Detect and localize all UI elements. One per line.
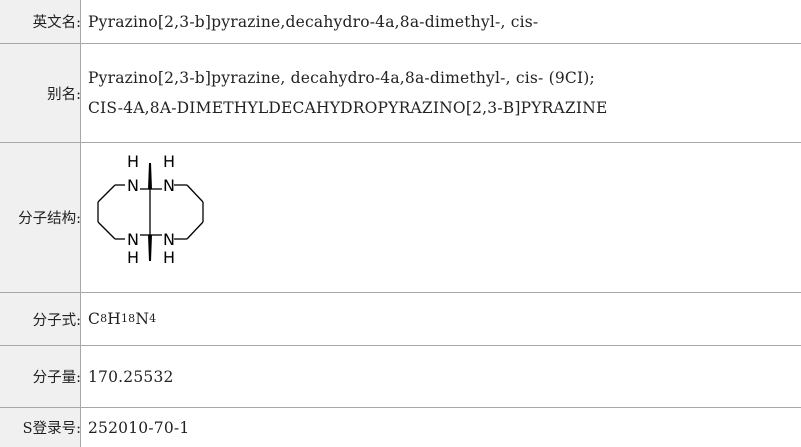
english-name-label: 英文名:	[0, 0, 81, 43]
structure-image: H N H N N H N H	[90, 147, 220, 287]
atom-label: H	[127, 248, 139, 267]
formula-element-n: N	[135, 310, 150, 328]
atom-label: H	[127, 152, 139, 171]
formula-element-h: H	[107, 310, 121, 328]
atom-label: N	[163, 176, 175, 195]
cas-value: 252010-70-1	[88, 418, 190, 437]
atom-label: N	[127, 176, 139, 195]
column-divider	[80, 143, 81, 292]
alias-label: 别名:	[0, 44, 81, 142]
column-divider	[80, 346, 81, 407]
row-alias: 别名: Pyrazino[2,3-b]pyrazine, decahydro-4…	[0, 43, 801, 142]
formula-element-c: C	[88, 310, 101, 328]
column-divider	[80, 0, 81, 43]
atom-label: H	[163, 152, 175, 171]
column-divider	[80, 44, 81, 142]
alias-value: Pyrazino[2,3-b]pyrazine, decahydro-4a,8a…	[88, 44, 801, 142]
formula-label: 分子式:	[0, 293, 81, 345]
weight-value: 170.25532	[88, 367, 174, 386]
column-divider	[80, 408, 81, 447]
structure-label: 分子结构:	[0, 143, 81, 292]
alias-line-1: Pyrazino[2,3-b]pyrazine, decahydro-4a,8a…	[88, 69, 595, 87]
row-cas: S登录号: 252010-70-1	[0, 407, 801, 447]
cas-label: S登录号:	[0, 408, 81, 447]
atom-label: H	[163, 248, 175, 267]
row-english-name: 英文名: Pyrazino[2,3-b]pyrazine,decahydro-4…	[0, 0, 801, 43]
wedge-bond-top	[148, 163, 152, 189]
atom-label: N	[127, 230, 139, 249]
row-weight: 分子量: 170.25532	[0, 345, 801, 407]
weight-label: 分子量:	[0, 346, 81, 407]
atom-label: N	[163, 230, 175, 249]
english-name-value: Pyrazino[2,3-b]pyrazine,decahydro-4a,8a-…	[88, 12, 539, 31]
column-divider	[80, 293, 81, 345]
row-structure: 分子结构:	[0, 142, 801, 292]
wedge-bond-bottom	[148, 235, 152, 261]
alias-line-2: CIS-4A,8A-DIMETHYLDECAHYDROPYRAZINO[2,3-…	[88, 99, 608, 117]
molecule-structure-diagram: H N H N N H N H	[97, 152, 204, 267]
